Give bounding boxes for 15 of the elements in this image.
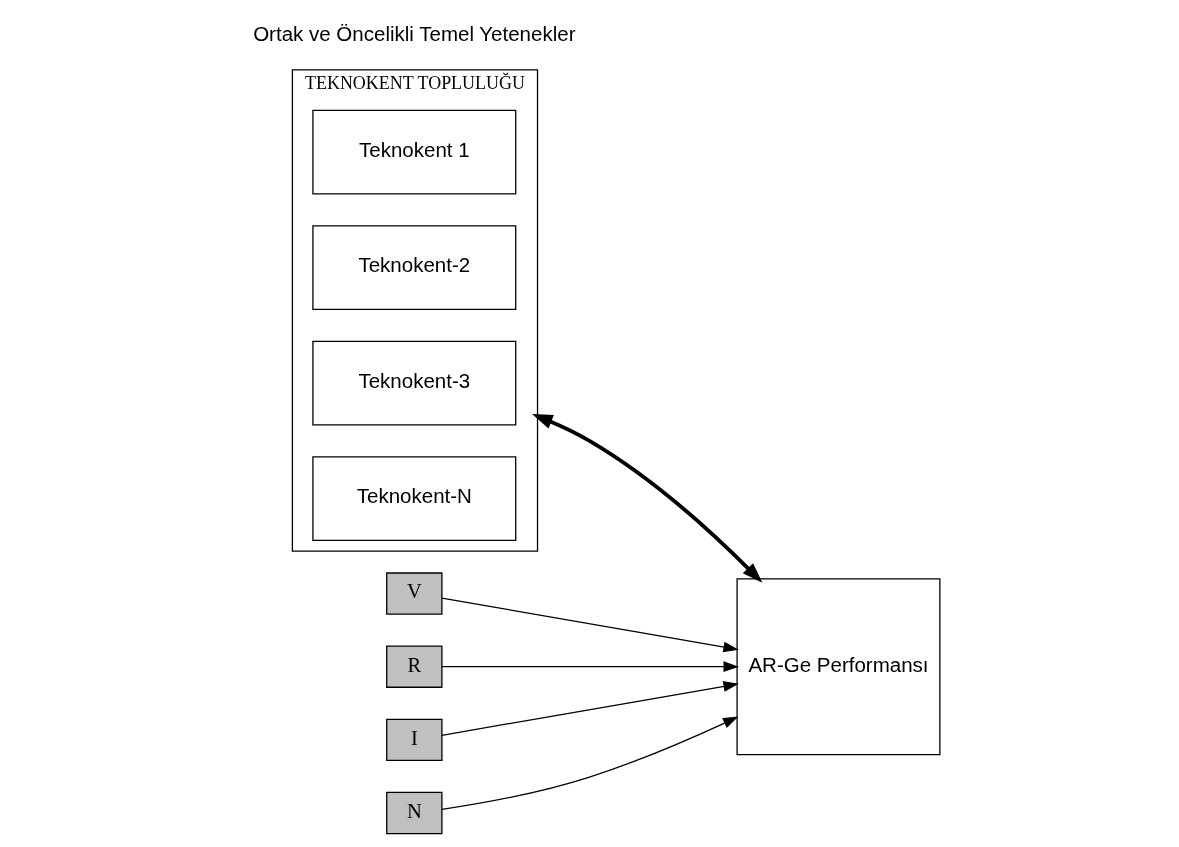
node-box: R xyxy=(386,645,443,688)
arrow xyxy=(441,716,739,810)
arrow xyxy=(441,661,739,673)
arrow xyxy=(532,414,763,583)
node-box: AR-Ge Performansı xyxy=(736,578,941,756)
node-box: Teknokent-2 xyxy=(312,225,517,310)
node-box: I xyxy=(386,718,443,762)
node-box: N xyxy=(386,791,443,835)
arrow xyxy=(441,597,739,653)
node-box: Teknokent-3 xyxy=(312,340,517,426)
node-box: Teknokent-N xyxy=(312,456,517,541)
arrow xyxy=(441,681,739,736)
label: Ortak ve Öncelikli Temel Yetenekler xyxy=(253,22,576,46)
node-box: Teknokent 1 xyxy=(312,109,517,195)
node-box: V xyxy=(386,572,443,615)
